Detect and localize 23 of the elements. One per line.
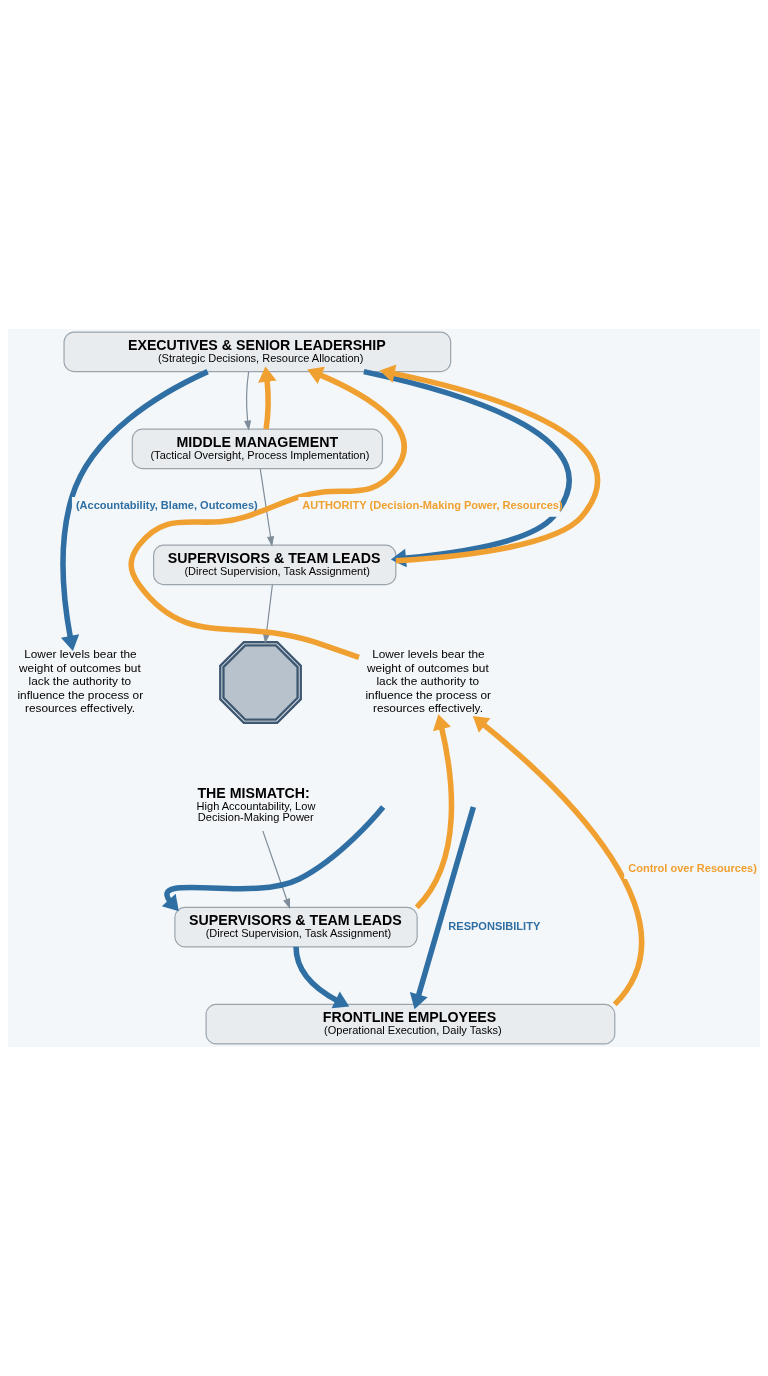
arrow: [409, 806, 476, 1010]
arrow: [363, 368, 572, 568]
arrow: [258, 366, 277, 430]
arrow: [60, 369, 209, 651]
arrow: [472, 715, 644, 1007]
edge-label: Control over Resources): [628, 861, 757, 874]
arrow: [293, 946, 350, 1009]
edge-label: (Accountability, Blame, Outcomes): [75, 499, 258, 512]
node-box: FRONTLINE EMPLOYEES (Operational Execution, Daily Tasks): [205, 1003, 616, 1045]
arrow: [262, 830, 290, 909]
node-box: SUPERVISORS & TEAM LEADS (Direct Supervision, Task Assignment): [174, 906, 418, 948]
node-box: MIDDLE MANAGEMENT (Tactical Oversight, Process Implementation): [131, 428, 383, 470]
arrow: [379, 364, 601, 564]
arrow: [414, 714, 455, 910]
arrow: [161, 805, 386, 912]
edge-label: RESPONSIBILITY: [448, 919, 541, 932]
arrow: [259, 468, 275, 547]
node-box: EXECUTIVES & SENIOR LEADERSHIP (Strategic Decisions, Resource Allocation): [63, 331, 452, 373]
node-box: SUPERVISORS & TEAM LEADS (Direct Supervision, Task Assignment): [153, 544, 397, 586]
node-text: Lower levels bear the weight of outcomes but lack the authority to influence the process or resources effectively.: [365, 647, 492, 716]
arrow: [244, 371, 252, 431]
node-text: Lower levels bear the weight of outcomes but lack the authority to influence the process or resources effectively.: [17, 647, 144, 716]
node-text: THE MISMATCH: High Accountability, Low Decision-Making Power: [196, 784, 316, 823]
